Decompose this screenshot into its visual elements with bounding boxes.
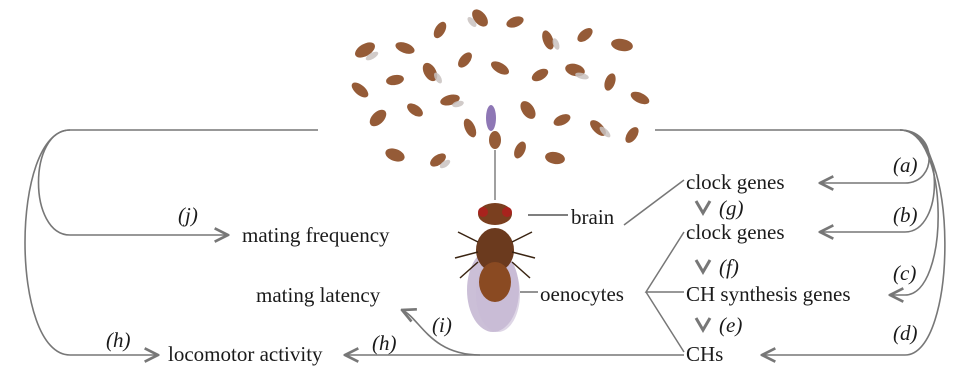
clock-genes-oenocytes-label: clock genes — [686, 222, 785, 243]
brain-label: brain — [571, 207, 614, 228]
fruit-fly-illustration — [455, 203, 535, 332]
marker-d: (d) — [893, 323, 918, 344]
marker-b: (b) — [893, 205, 918, 226]
marker-h-bottom: (h) — [372, 333, 397, 354]
chs-label: CHs — [686, 344, 723, 365]
marker-f: (f) — [719, 257, 739, 278]
oenocytes-label: oenocytes — [540, 284, 624, 305]
chevron-f-icon — [696, 260, 710, 272]
chevron-g-icon — [696, 201, 710, 213]
fly-group-illustration — [349, 6, 651, 169]
loop-to-locomotor-activity — [25, 130, 158, 355]
mating-frequency-label: mating frequency — [242, 225, 390, 246]
mating-latency-label: mating latency — [256, 285, 380, 306]
locomotor-activity-label: locomotor activity — [168, 344, 323, 365]
clock-genes-brain-label: clock genes — [686, 172, 785, 193]
brain-to-clock-genes — [624, 180, 684, 225]
marker-e: (e) — [719, 315, 742, 336]
ch-synthesis-genes-label: CH synthesis genes — [686, 284, 851, 305]
marker-h-left: (h) — [106, 330, 131, 351]
marker-j: (j) — [178, 205, 198, 226]
marker-c: (c) — [893, 263, 916, 284]
marker-i: (i) — [432, 315, 452, 336]
marker-g: (g) — [719, 198, 744, 219]
chevron-e-icon — [696, 318, 710, 330]
marker-a: (a) — [893, 155, 918, 176]
oenocytes-fan — [646, 232, 684, 352]
